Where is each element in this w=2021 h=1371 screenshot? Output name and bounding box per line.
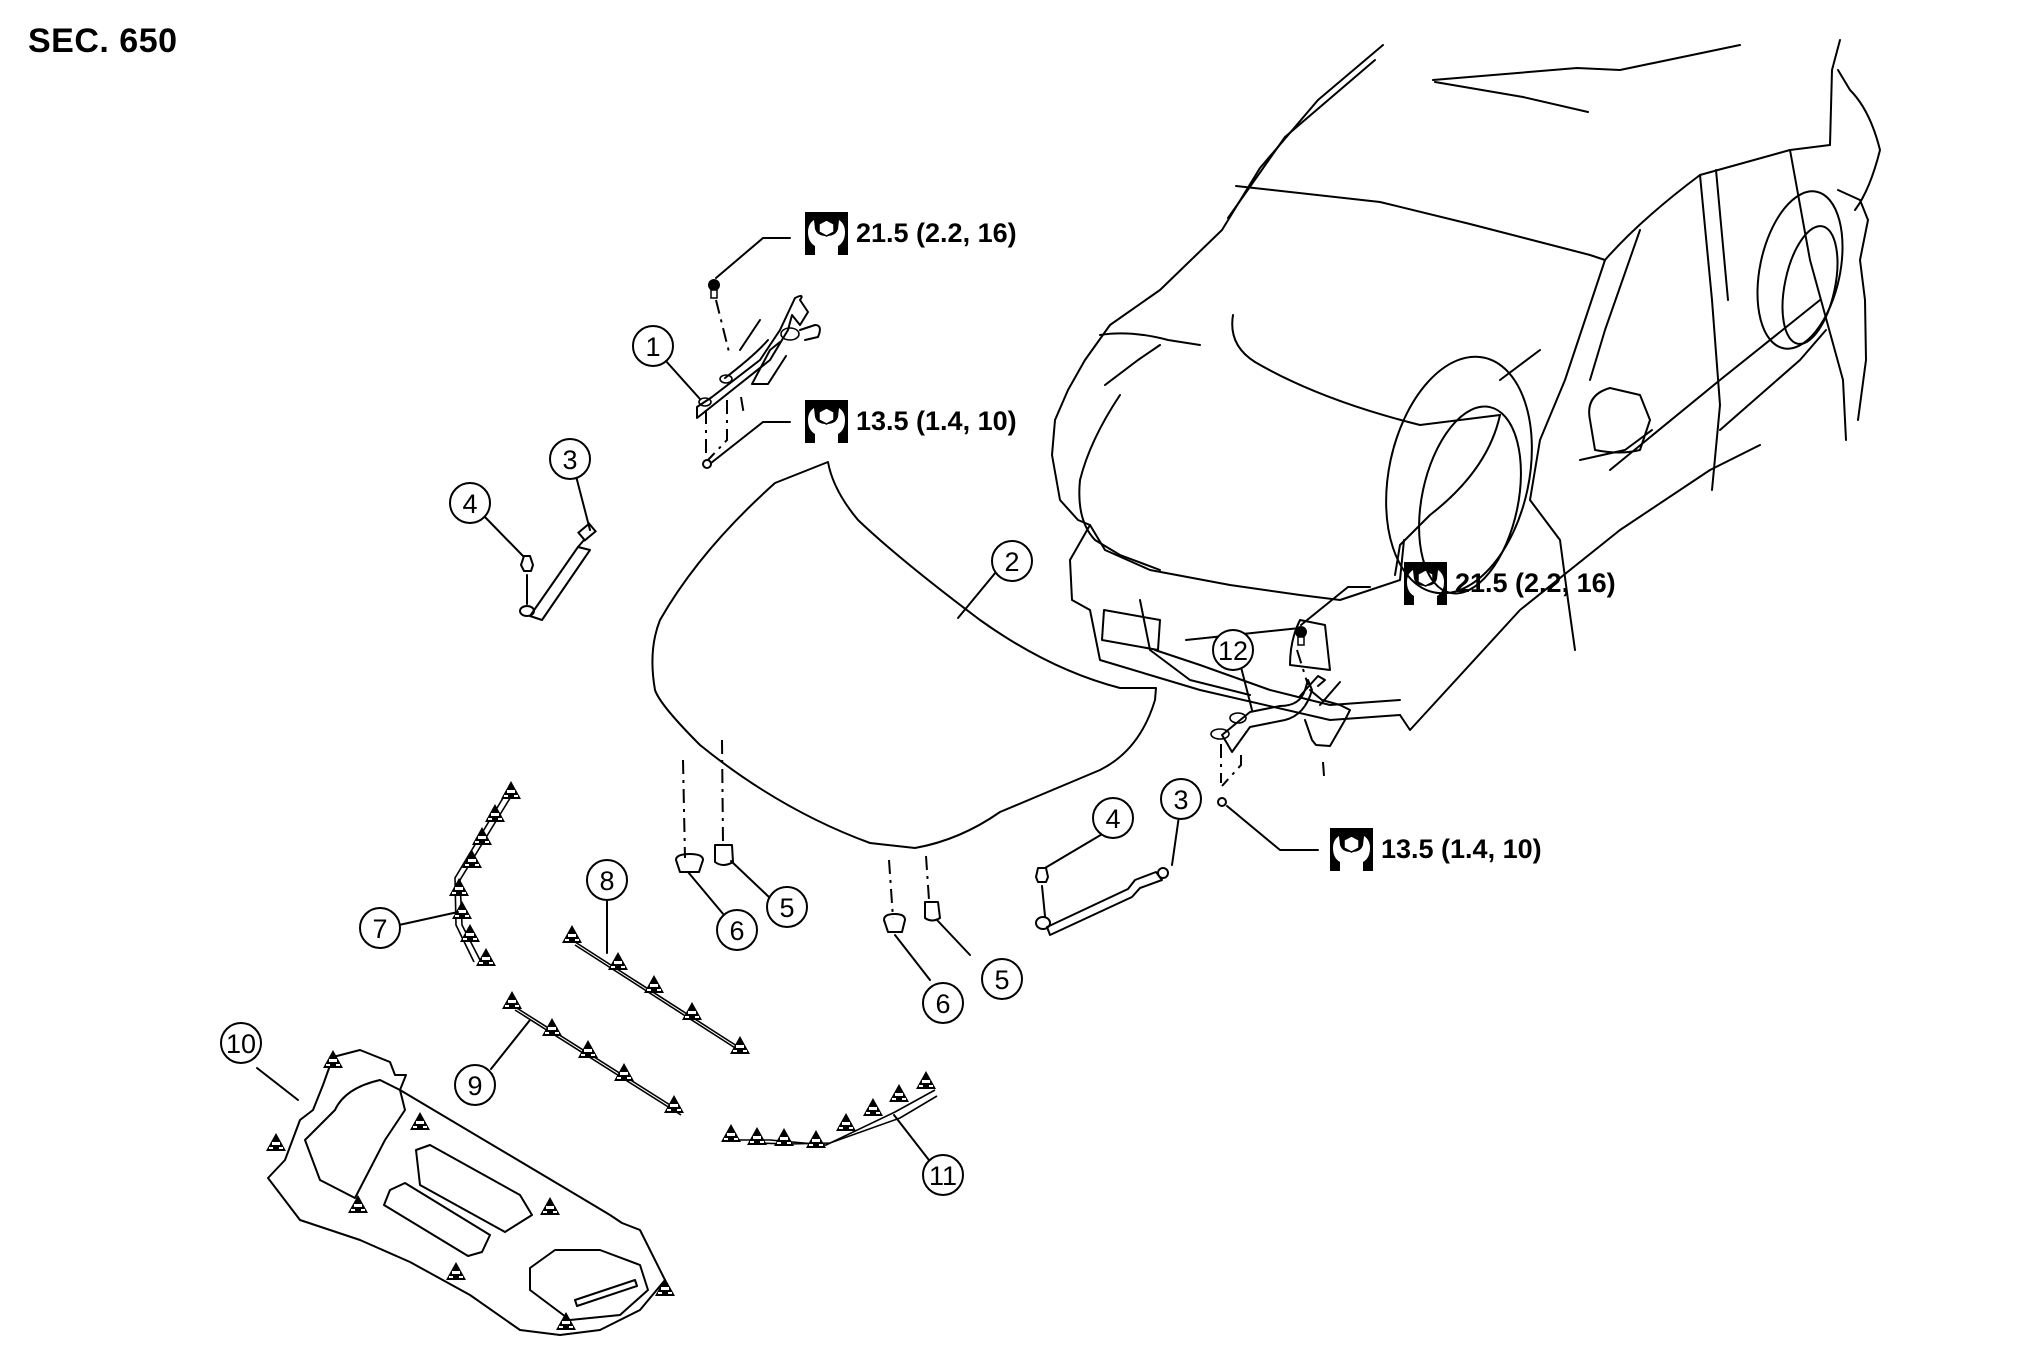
torque-wrench-icon xyxy=(1404,562,1447,605)
torque-spec-left-upper: 21.5 (2.2, 16) xyxy=(805,212,1017,255)
svg-text:6: 6 xyxy=(935,989,950,1019)
torque-value: 13.5 (1.4, 10) xyxy=(1381,834,1542,864)
hood-bumpers-left xyxy=(675,739,771,916)
hood-stay-left xyxy=(519,522,597,621)
svg-text:1: 1 xyxy=(645,332,660,362)
svg-text:9: 9 xyxy=(467,1071,482,1101)
svg-text:2: 2 xyxy=(1004,547,1019,577)
callout-6-left: 6 xyxy=(716,909,758,951)
callout-7: 7 xyxy=(359,907,401,949)
svg-text:7: 7 xyxy=(372,914,387,944)
svg-text:11: 11 xyxy=(929,1161,957,1191)
seal-8 xyxy=(562,925,750,1054)
callout-5-left: 5 xyxy=(766,886,808,928)
svg-text:4: 4 xyxy=(1105,804,1120,834)
hood-insulator xyxy=(266,1049,675,1336)
hood-panel xyxy=(651,461,1157,849)
callout-3-left: 3 xyxy=(549,438,591,480)
callout-11: 11 xyxy=(922,1154,964,1196)
hood-hinge-right xyxy=(1210,586,1371,851)
vehicle-illustration xyxy=(1051,39,1881,731)
torque-spec-right-lower: 13.5 (1.4, 10) xyxy=(1330,828,1542,871)
svg-text:3: 3 xyxy=(1173,785,1188,815)
callout-12: 12 xyxy=(1212,629,1254,671)
seal-11 xyxy=(721,1071,938,1148)
seal-7 xyxy=(449,781,521,966)
hood-bumpers-right xyxy=(883,855,971,981)
callout-4-left: 4 xyxy=(449,482,491,524)
callout-1: 1 xyxy=(632,325,674,367)
svg-text:3: 3 xyxy=(562,445,577,475)
svg-text:6: 6 xyxy=(729,916,744,946)
torque-wrench-icon xyxy=(1330,828,1373,871)
hood-stay-right xyxy=(1035,867,1169,936)
svg-text:8: 8 xyxy=(599,866,614,896)
callout-2: 2 xyxy=(991,540,1033,582)
callout-5-right: 5 xyxy=(981,958,1023,1000)
torque-wrench-icon xyxy=(805,400,848,443)
hood-hinge-left xyxy=(696,237,821,469)
torque-value: 21.5 (2.2, 16) xyxy=(856,218,1017,248)
callout-leaders xyxy=(256,359,1253,1174)
torque-value: 21.5 (2.2, 16) xyxy=(1455,568,1616,598)
bolt-icon xyxy=(1295,626,1307,638)
section-title: SEC. 650 xyxy=(28,22,178,60)
callout-9: 9 xyxy=(454,1064,496,1106)
torque-spec-left-lower: 13.5 (1.4, 10) xyxy=(805,400,1017,443)
torque-spec-right-upper: 21.5 (2.2, 16) xyxy=(1404,562,1616,605)
seal-9 xyxy=(502,991,684,1116)
svg-text:5: 5 xyxy=(779,893,794,923)
callout-4-right: 4 xyxy=(1092,797,1134,839)
callout-8: 8 xyxy=(586,859,628,901)
svg-text:5: 5 xyxy=(994,965,1009,995)
svg-text:10: 10 xyxy=(226,1029,256,1059)
bolt-icon xyxy=(708,279,720,291)
svg-text:4: 4 xyxy=(462,489,477,519)
callout-6-right: 6 xyxy=(922,982,964,1024)
callout-3-right: 3 xyxy=(1160,778,1202,820)
callout-10: 10 xyxy=(220,1022,262,1064)
svg-text:12: 12 xyxy=(1218,636,1248,666)
torque-value: 13.5 (1.4, 10) xyxy=(856,406,1017,436)
torque-wrench-icon xyxy=(805,212,848,255)
